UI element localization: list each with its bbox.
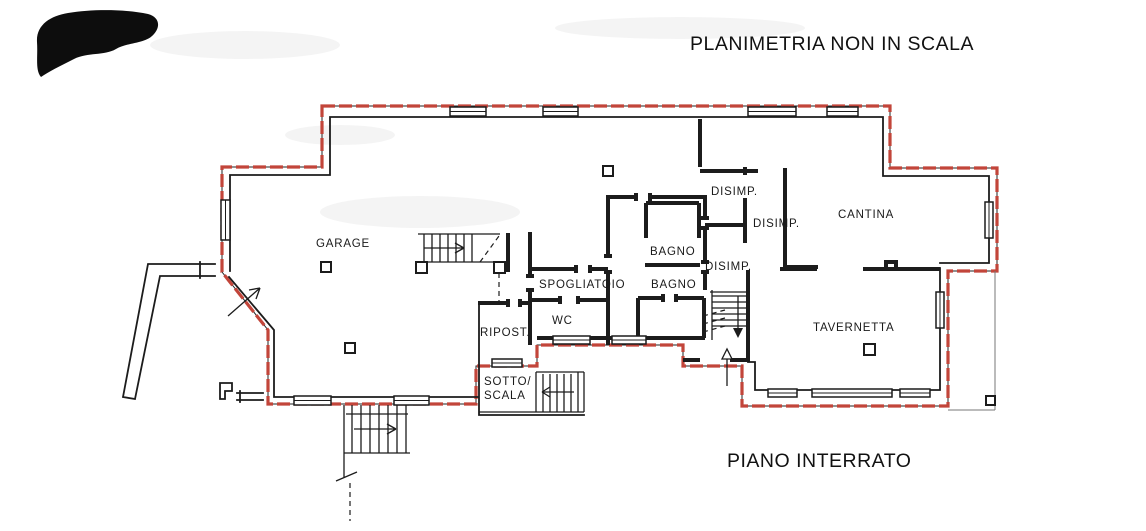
external-stairs: [335, 405, 410, 521]
garage-entry-arrow: [227, 287, 261, 317]
sottoscala-stairs: [479, 371, 585, 413]
room-label-wc: WC: [552, 315, 573, 327]
door-jambs: [506, 167, 747, 307]
room-label-bagno-bottom: BAGNO: [651, 279, 697, 291]
interior-walls: [478, 119, 940, 362]
central-stairs: [702, 290, 746, 386]
sottoscala-arrow: [541, 386, 574, 398]
room-label-disimp-low: DISIMP.: [705, 261, 752, 273]
room-label-disimp-mid: DISIMP.: [753, 218, 800, 230]
columns: [320, 165, 996, 406]
room-label-bagno-top: BAGNO: [650, 246, 696, 258]
stub-walls: [219, 382, 264, 403]
ink-blob: [36, 10, 159, 77]
room-label-tavernetta: TAVERNETTA: [813, 322, 894, 334]
room-label-disimp-top: DISIMP.: [711, 186, 758, 198]
room-label-spogliatoio: SPOGLIATOIO: [539, 279, 625, 291]
room-label-ripost: RIPOST.: [480, 327, 530, 339]
windows: [220, 106, 994, 406]
stairs-up-arrow: [720, 347, 734, 360]
room-label-garage: GARAGE: [316, 238, 370, 250]
ramp-wall: [121, 261, 216, 401]
room-label-cantina: CANTINA: [838, 209, 894, 221]
room-label-sotto-line2: SCALA: [484, 390, 526, 402]
floor-title: PIANO INTERRATO: [727, 450, 911, 472]
plan-title: PLANIMETRIA NON IN SCALA: [690, 33, 974, 55]
terrace-edge: [948, 271, 996, 411]
watermark-smudges: [150, 17, 805, 228]
room-label-sotto-line1: SOTTO/: [484, 376, 531, 388]
room-labels: GARAGE SPOGLIATOIO WC RIPOST. SOTTO/ SCA…: [316, 186, 894, 402]
perimeter-walls: [227, 116, 990, 416]
garage-stairs: [415, 233, 510, 301]
external-stairs-arrow: [354, 423, 397, 435]
garage-stairs-arrow: [424, 242, 465, 254]
stairs-down-arrow: [733, 328, 743, 338]
boundary-outline: [220, 104, 999, 408]
